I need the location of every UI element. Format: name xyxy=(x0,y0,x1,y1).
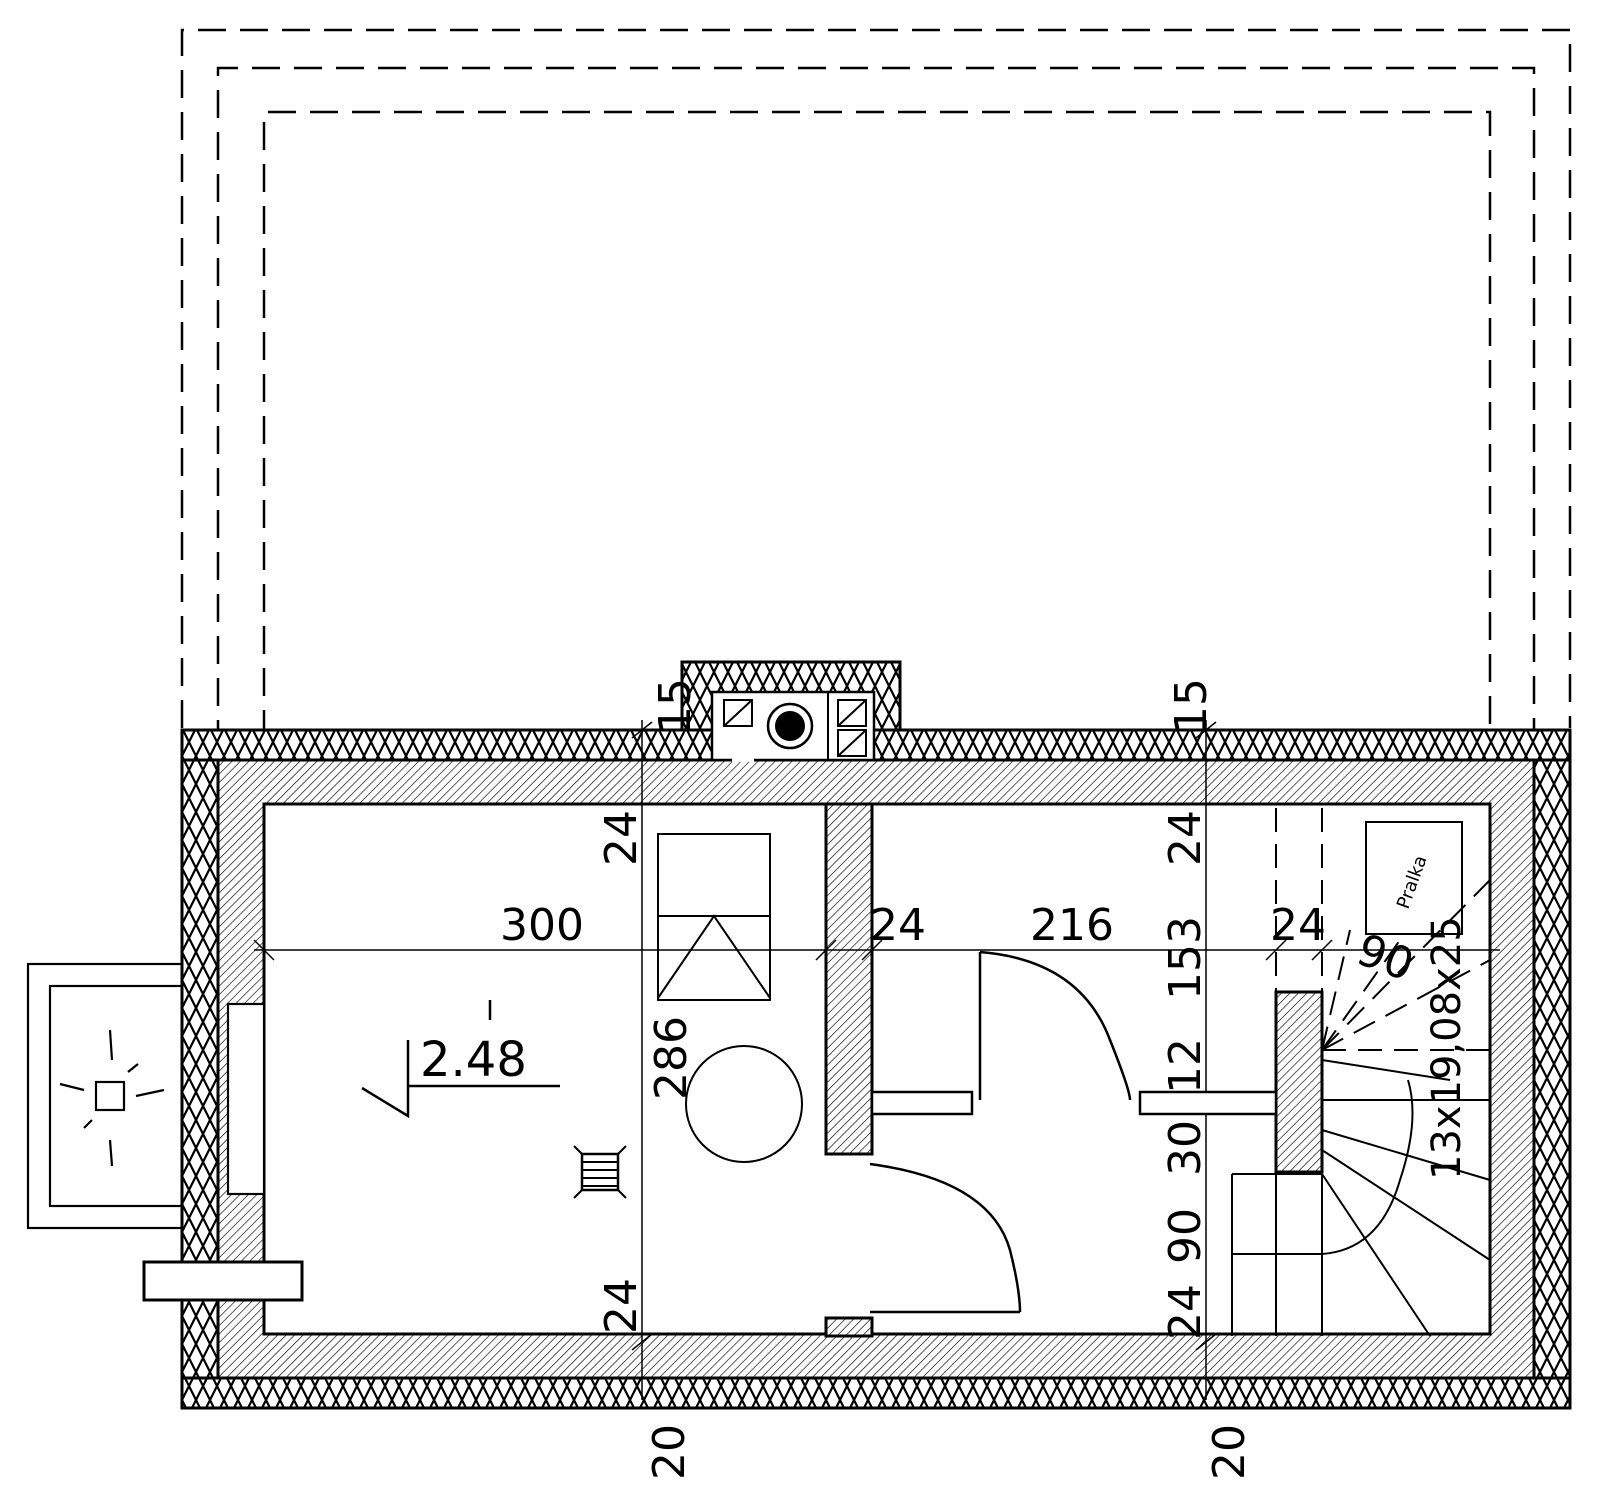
dim-right-top: 24 xyxy=(1160,810,1211,866)
appliance-label: Pralka xyxy=(1393,853,1432,912)
level-marker xyxy=(361,1040,410,1119)
dim-left-top: 24 xyxy=(596,810,647,866)
dim-chimney-left: 15 xyxy=(650,678,701,734)
left-room-fixtures xyxy=(361,833,803,1199)
door-swing-upper xyxy=(979,950,1132,1101)
dim-left-total: 286 xyxy=(646,1016,697,1100)
level-mark: 2.48 xyxy=(420,1032,527,1088)
dim-left-bottom: 24 xyxy=(596,1278,647,1334)
chimney xyxy=(710,690,876,762)
dim-left-ext: 20 xyxy=(644,1424,695,1480)
roof-line-middle xyxy=(216,66,1536,748)
roof-line-outer xyxy=(180,28,1572,728)
outer-wall xyxy=(216,758,1536,1380)
dim-chimney-right: 15 xyxy=(1166,678,1217,734)
stairs xyxy=(1231,808,1491,1337)
wall-stub xyxy=(824,1316,874,1338)
dim-stair-wall: 24 xyxy=(1270,900,1326,951)
tank xyxy=(685,1045,803,1163)
labels: 300 24 216 24 24 286 24 20 15 24 153 12 … xyxy=(420,678,1470,1480)
dim-right-ext: 20 xyxy=(1204,1424,1255,1480)
dim-right-bottom: 24 xyxy=(1160,1284,1211,1340)
dim-room-left: 300 xyxy=(500,900,584,951)
stair-spec: 13x19,08x25 xyxy=(1424,916,1470,1180)
walls xyxy=(216,758,1536,1380)
dim-right-153: 153 xyxy=(1160,916,1211,1000)
washer xyxy=(1365,821,1463,935)
skylight-icon xyxy=(94,1080,126,1112)
interior-wall xyxy=(824,802,874,1156)
roof-line-inner xyxy=(262,110,1492,780)
dim-right-30: 30 xyxy=(1160,1120,1211,1176)
dim-right-12: 12 xyxy=(1160,1038,1211,1094)
door-swing-lower xyxy=(869,1162,1022,1313)
dim-right-90: 90 xyxy=(1160,1208,1211,1264)
doors xyxy=(869,950,1278,1314)
dim-room-right: 216 xyxy=(1030,900,1114,951)
roof-outline xyxy=(180,28,1572,780)
stair-wall xyxy=(1274,990,1324,1174)
dim-interior-wall: 24 xyxy=(870,900,926,951)
left-window xyxy=(26,962,304,1302)
floor-drain-icon xyxy=(580,1152,620,1192)
dimension-lines xyxy=(253,720,1500,1400)
